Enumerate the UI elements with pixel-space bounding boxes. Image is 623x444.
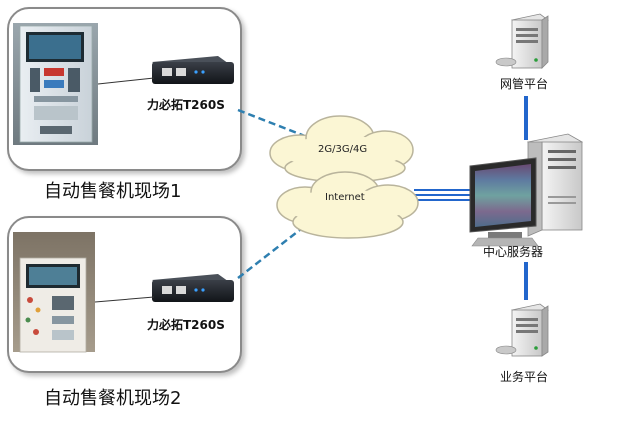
site-1-label: 自动售餐机现场1 [44, 181, 182, 202]
cloud-network-label: 2G/3G/4G [318, 144, 368, 155]
site-2-label: 自动售餐机现场2 [44, 388, 182, 409]
router-1-icon [152, 56, 234, 84]
center-server-label: 中心服务器 [483, 245, 544, 259]
cloud-internet-label: Internet [325, 192, 365, 203]
center-server-icon [469, 133, 584, 247]
router-2-icon [152, 274, 234, 302]
top-server-icon [495, 13, 549, 69]
link-site2-to-cloud [237, 221, 311, 279]
bottom-server-icon [495, 303, 549, 357]
vending-kiosk-2-photo [13, 232, 95, 353]
bottom-server-label: 业务平台 [500, 370, 549, 384]
vending-kiosk-1-photo [13, 23, 98, 145]
cable-kiosk1-router1 [97, 77, 155, 85]
router-1-label: 力必拓T260S [147, 98, 225, 112]
cable-kiosk2-router2 [94, 296, 155, 303]
top-server-label: 网管平台 [500, 77, 549, 91]
router-2-label: 力必拓T260S [147, 318, 225, 332]
